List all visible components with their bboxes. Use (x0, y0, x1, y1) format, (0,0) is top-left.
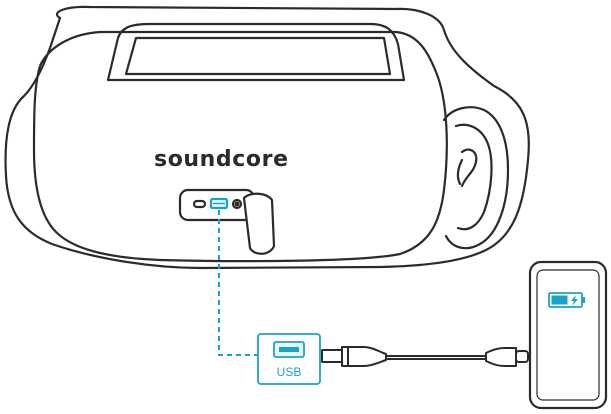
carry-handle-inner (124, 36, 392, 76)
usb-c-plug-body (485, 347, 517, 367)
phone (528, 260, 608, 410)
end-cap-logo-icon (456, 148, 478, 188)
usb-c-port-icon (192, 199, 207, 209)
brand-logo: soundcore (154, 147, 289, 172)
usb-connection-guide (218, 210, 258, 356)
speaker-front-panel (32, 30, 448, 263)
speaker-outer-shell (4, 5, 530, 270)
charging-bolt-icon (571, 295, 578, 306)
phone-screen (536, 269, 600, 401)
speaker-end-cap (442, 106, 510, 250)
battery-level-fill (551, 295, 568, 305)
usb-a-plug-icon (321, 349, 343, 363)
port-bay (178, 188, 276, 255)
usb-callout-label: USB (277, 365, 302, 379)
speaker (4, 5, 530, 270)
usb-c-plug-tip (515, 350, 529, 363)
aux-port-icon (231, 198, 243, 210)
usb-callout: USB (257, 333, 321, 385)
phone-body (528, 260, 608, 410)
port-cover-flap (242, 192, 276, 255)
end-cap-inner (454, 123, 493, 231)
carry-handle (106, 22, 406, 82)
charging-cable (321, 346, 529, 367)
